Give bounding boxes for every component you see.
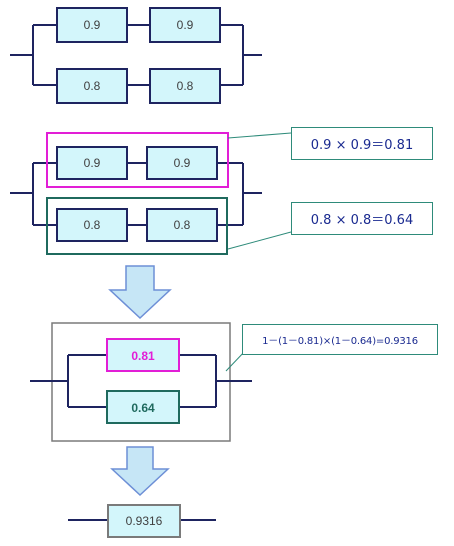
component-value: 0.64 — [131, 401, 155, 415]
component-box: 0.8 — [56, 68, 128, 104]
diagram-4: 0.9316 — [68, 504, 216, 538]
component-value: 0.81 — [131, 349, 155, 363]
component-box: 0.8 — [149, 68, 221, 104]
component-value: 0.8 — [177, 79, 194, 93]
diagram-2: 0.9 0.9 0.8 0.8 — [10, 132, 292, 255]
component-value: 0.9 — [177, 18, 194, 32]
callout-result: 1－(1－0.81)×(1－0.64)=0.9316 — [242, 324, 438, 355]
callout-pointer — [227, 132, 292, 139]
component-box: 0.81 — [106, 338, 180, 372]
component-value: 0.8 — [84, 218, 101, 232]
callout-pointer — [227, 231, 292, 250]
component-value: 0.9 — [84, 156, 101, 170]
callout-top: 0.9 × 0.9＝0.81 — [291, 127, 433, 160]
result-value: 0.9316 — [126, 514, 163, 528]
down-arrow-icon — [110, 446, 170, 497]
component-value: 0.9 — [84, 18, 101, 32]
component-box: 0.9 — [149, 7, 221, 43]
component-box: 0.64 — [106, 390, 180, 424]
component-value: 0.8 — [84, 79, 101, 93]
highlight-frame-teal — [46, 197, 228, 255]
component-value: 0.8 — [174, 218, 191, 232]
highlight-frame-magenta — [46, 132, 229, 188]
component-box: 0.9 — [56, 146, 128, 180]
diagram-1: 0.9 0.9 0.8 0.8 — [10, 7, 262, 104]
callout-bottom: 0.8 × 0.8＝0.64 — [291, 202, 433, 235]
result-box — [107, 504, 181, 538]
component-value: 0.9 — [174, 156, 191, 170]
component-box: 0.8 — [56, 208, 128, 242]
down-arrow-icon — [108, 265, 172, 320]
component-box: 0.8 — [146, 208, 218, 242]
component-box: 0.9 — [146, 146, 218, 180]
diagram-3: 0.81 0.64 — [30, 322, 252, 442]
component-box: 0.9 — [56, 7, 128, 43]
